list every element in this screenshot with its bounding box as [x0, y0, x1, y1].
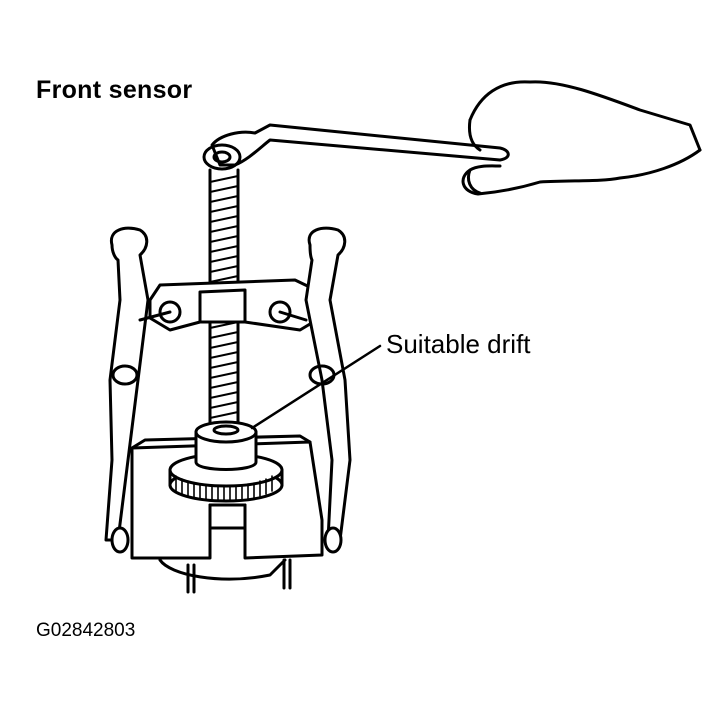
callout-leader-line — [250, 344, 382, 430]
suitable-drift — [194, 420, 258, 471]
callout-label: Suitable drift — [386, 329, 531, 359]
wrench — [202, 123, 510, 171]
hand — [461, 80, 702, 196]
puller-yoke — [148, 278, 322, 332]
diagram-title: Front sensor — [36, 76, 193, 104]
hub-flange — [158, 558, 292, 594]
left-jaw-arm — [104, 226, 172, 542]
figure-id: G02842803 — [36, 620, 136, 641]
